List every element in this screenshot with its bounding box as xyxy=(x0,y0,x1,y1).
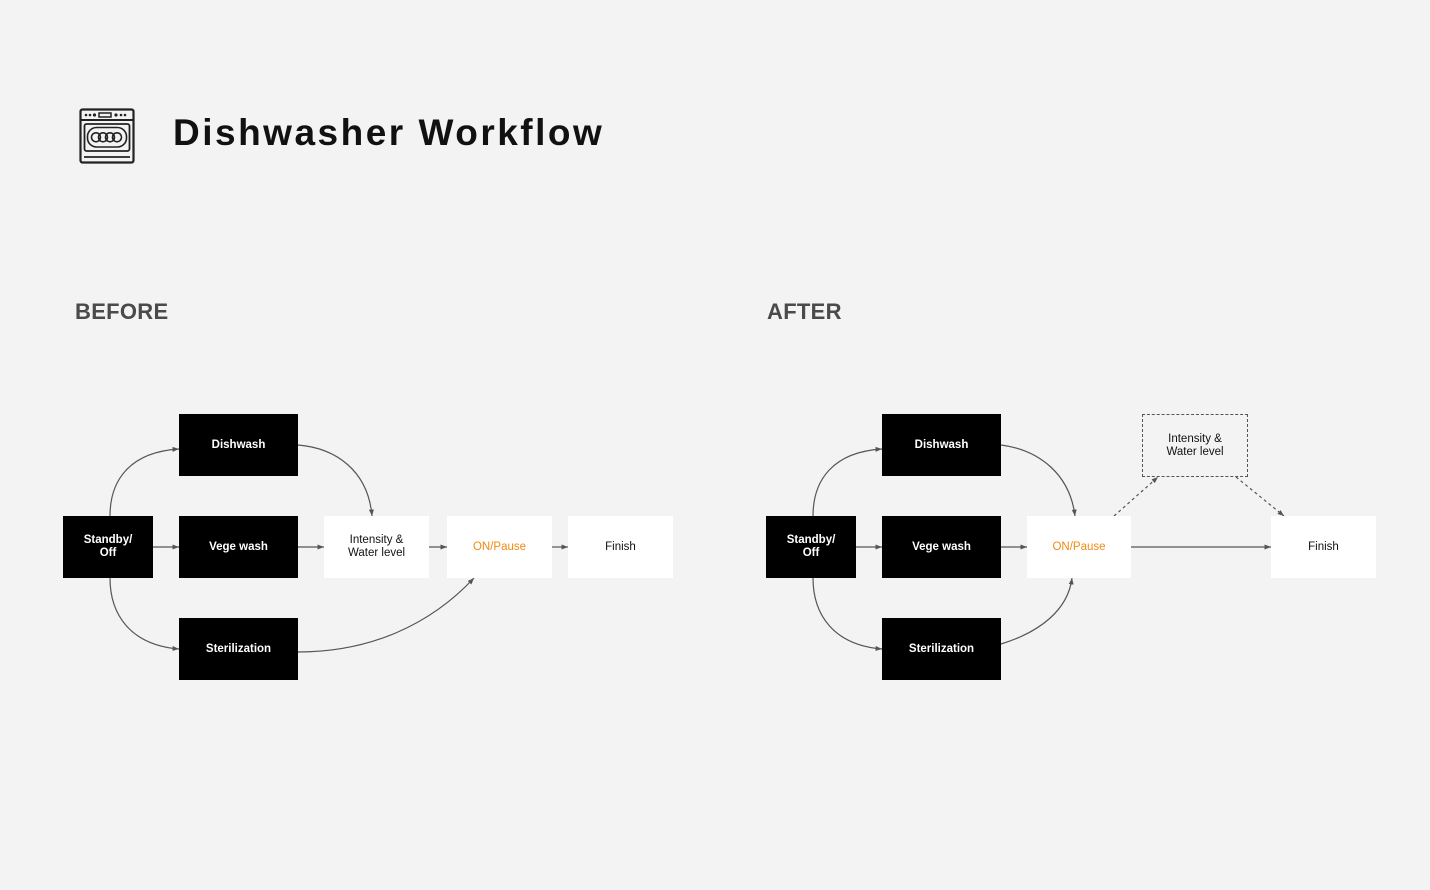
dishwasher-icon xyxy=(79,108,135,169)
before-node-finish: Finish xyxy=(568,516,673,578)
after-node-vege-wash: Vege wash xyxy=(882,516,1001,578)
before-edge-sterilization-onpause xyxy=(297,577,475,653)
before-edge-standby-dishwash xyxy=(109,446,180,517)
before-edge-standby-sterilization xyxy=(109,577,180,651)
before-node-vege-wash: Vege wash xyxy=(179,516,298,578)
after-node-dishwash: Dishwash xyxy=(882,414,1001,476)
before-node-intensity: Intensity & Water level xyxy=(324,516,429,578)
after-edge-dishwash-onpause xyxy=(1000,444,1077,517)
after-node-on-pause: ON/Pause xyxy=(1027,516,1131,578)
after-section-label: AFTER xyxy=(767,299,842,324)
before-node-sterilization: Sterilization xyxy=(179,618,298,680)
after-node-intensity: Intensity & Water level xyxy=(1142,414,1248,477)
after-node-sterilization: Sterilization xyxy=(882,618,1001,680)
after-edge-standby-sterilization xyxy=(812,577,883,651)
after-edge-onpause-intensity xyxy=(1113,476,1159,517)
after-node-finish: Finish xyxy=(1271,516,1376,578)
after-edge-intensity-finish xyxy=(1235,476,1285,517)
before-node-on-pause: ON/Pause xyxy=(447,516,552,578)
after-node-standby: Standby/ Off xyxy=(766,516,856,578)
before-node-standby: Standby/ Off xyxy=(63,516,153,578)
before-section-label: BEFORE xyxy=(75,299,169,324)
page-title: Dishwasher Workflow xyxy=(173,112,605,153)
before-node-dishwash: Dishwash xyxy=(179,414,298,476)
after-edge-standby-dishwash xyxy=(812,446,883,517)
after-edge-sterilization-onpause xyxy=(1000,577,1074,645)
before-edge-dishwash-intensity xyxy=(297,444,374,517)
